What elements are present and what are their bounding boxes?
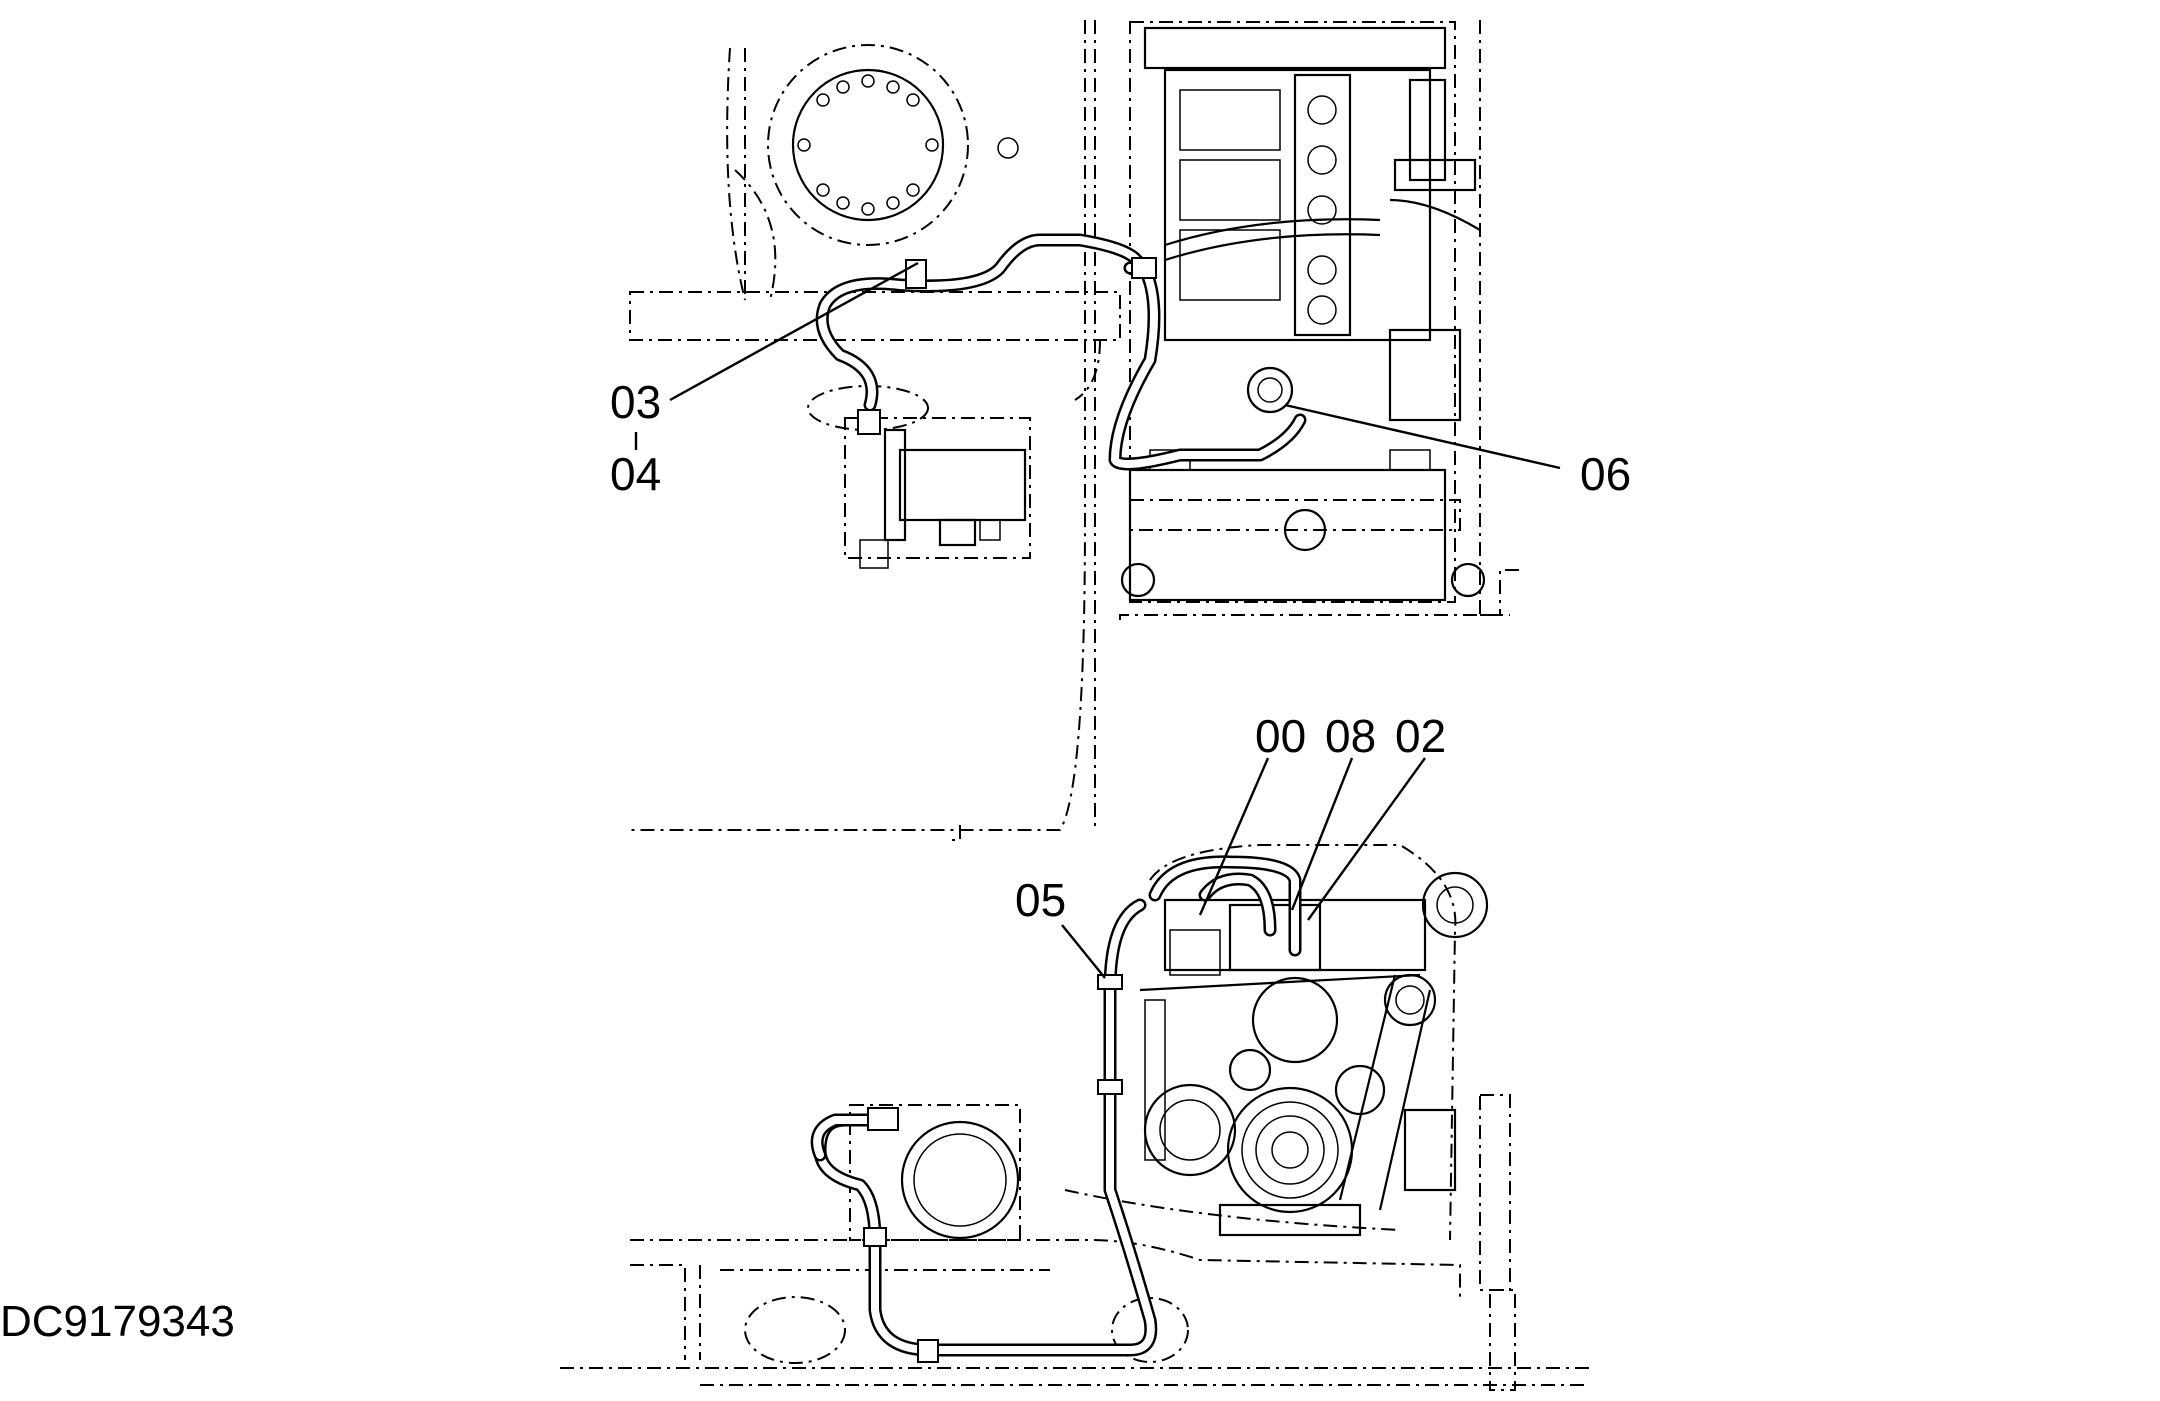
hose-top xyxy=(815,233,1307,471)
callout-06: 06 xyxy=(1580,448,1631,500)
leader-03 xyxy=(669,261,919,402)
leader-02 xyxy=(1307,757,1426,921)
leader-05 xyxy=(1061,924,1106,979)
engine-top xyxy=(1120,21,1486,603)
top-view-frame xyxy=(629,20,1520,841)
hose-bottom xyxy=(810,855,1302,1363)
callout-05: 05 xyxy=(1015,874,1066,926)
drawing-id: DC9179343 xyxy=(0,1297,235,1346)
callout-00: 00 xyxy=(1255,710,1306,762)
leader-06 xyxy=(1284,403,1561,470)
callout-08: 08 xyxy=(1325,710,1376,762)
filter-unit xyxy=(807,385,1031,569)
tank xyxy=(744,1104,1189,1364)
top-view xyxy=(629,20,1520,841)
callouts: 03 04 06 00 08 02 05 DC9179343 xyxy=(0,261,1631,1346)
bottom-view-frame xyxy=(560,1094,1590,1391)
leader-00 xyxy=(1198,757,1270,916)
callout-02: 02 xyxy=(1395,710,1446,762)
engine-front xyxy=(1139,844,1489,1241)
flange xyxy=(734,44,1019,301)
leader-08 xyxy=(1290,757,1354,911)
callout-03: 03 xyxy=(610,376,661,428)
callout-04: 04 xyxy=(610,448,661,500)
bottom-view xyxy=(560,844,1590,1391)
